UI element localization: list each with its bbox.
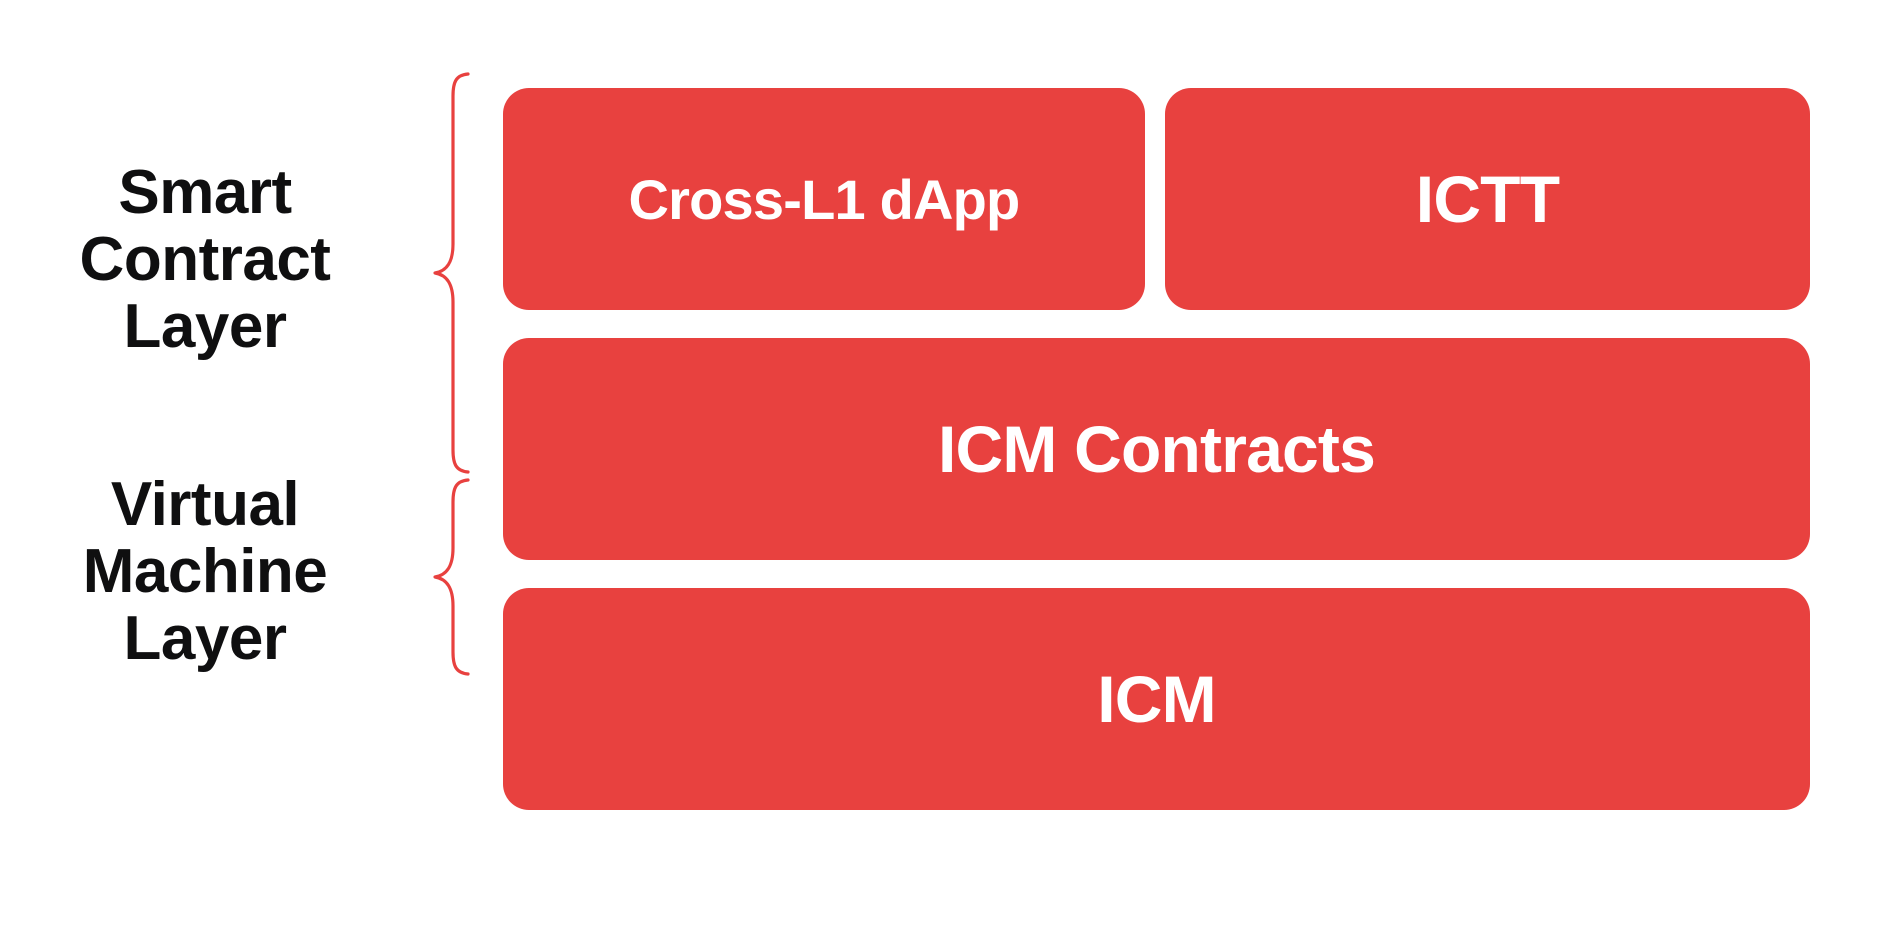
block-label-ictt: ICTT xyxy=(1415,162,1560,236)
layer-label-smart-contract: Smart Contract Layer xyxy=(79,158,331,361)
block-label-icm: ICM xyxy=(1097,662,1216,736)
block-label-icm-contracts: ICM Contracts xyxy=(938,412,1376,486)
layer-label-virtual-machine: Virtual Machine Layer xyxy=(82,470,328,673)
curly-brace-icon-smart-contract xyxy=(433,72,470,474)
block-icm-contracts[interactable]: ICM Contracts xyxy=(503,338,1810,560)
block-label-cross-l1-dapp: Cross-L1 dApp xyxy=(628,167,1021,231)
block-ictt[interactable]: ICTT xyxy=(1165,88,1810,310)
block-cross-l1-dapp[interactable]: Cross-L1 dApp xyxy=(503,88,1145,310)
curly-brace-icon-virtual-machine xyxy=(433,478,470,676)
block-icm[interactable]: ICM xyxy=(503,588,1810,810)
